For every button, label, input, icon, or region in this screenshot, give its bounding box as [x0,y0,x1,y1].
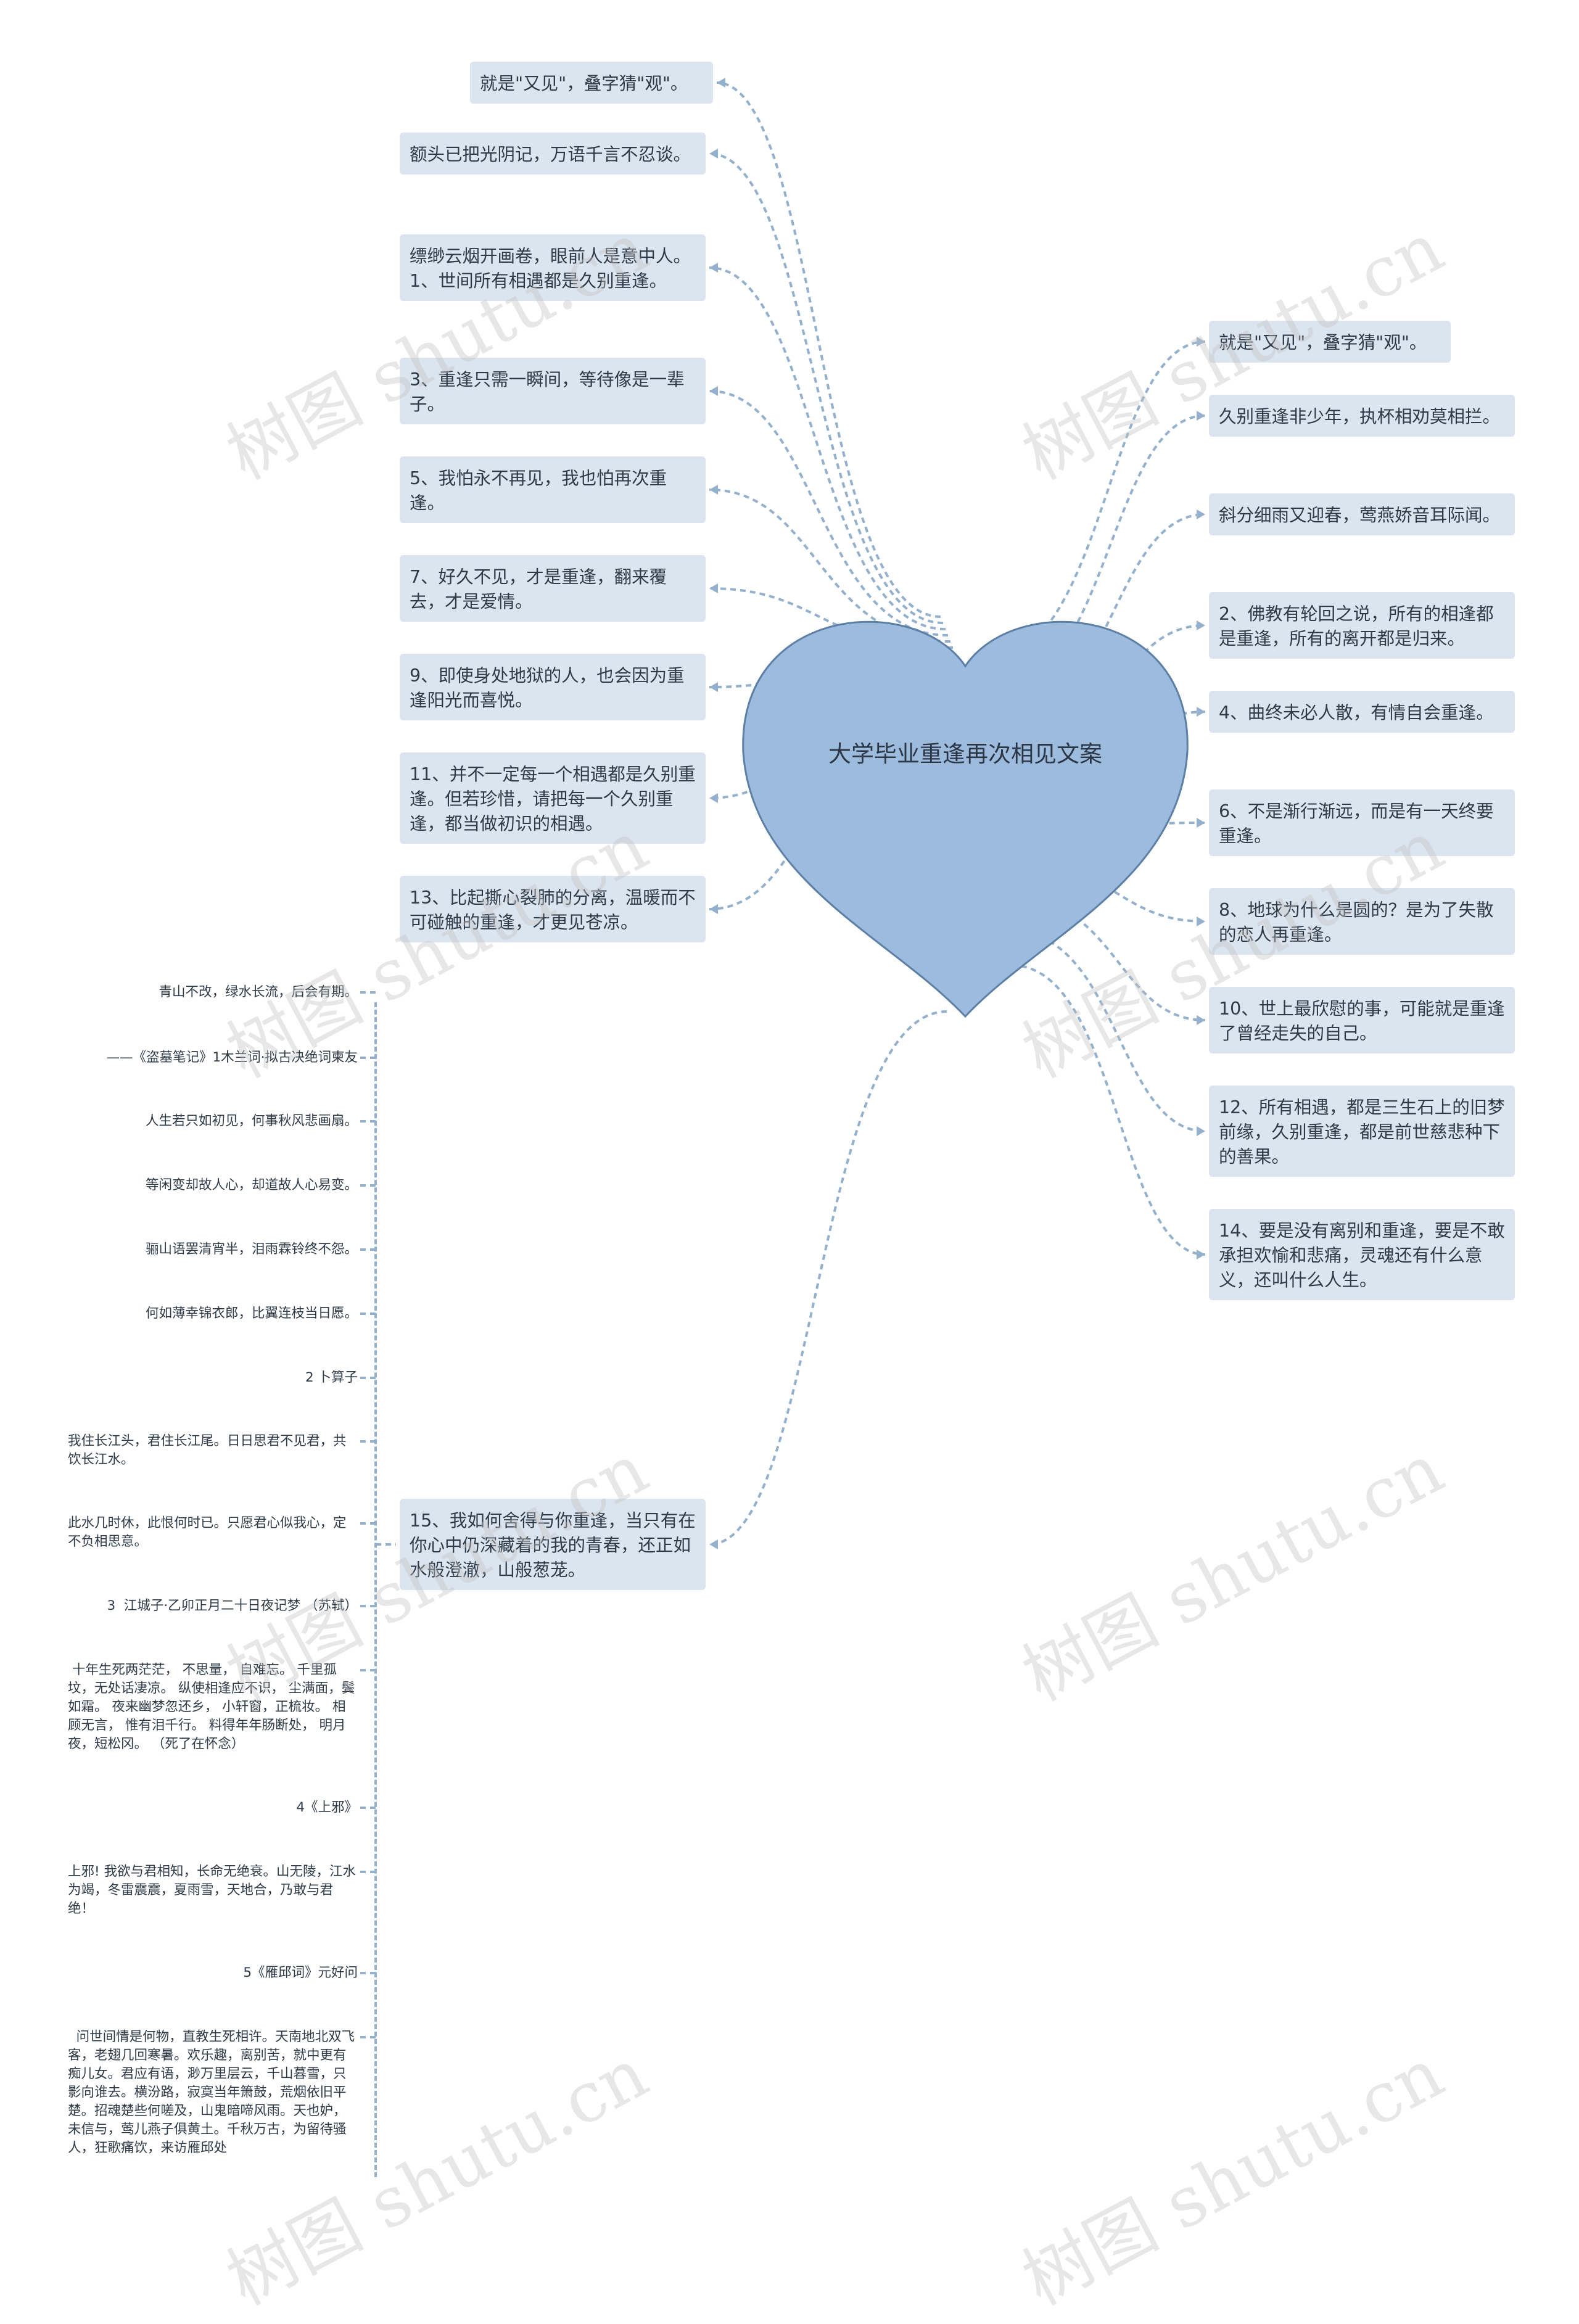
connector-arrow [1197,917,1205,926]
connector-arrow [709,583,718,593]
connector-arrow [709,263,718,273]
connector-line [716,81,941,618]
leaf-7[interactable]: 2 卜算子 [305,1370,358,1385]
right-node-3[interactable]: 斜分细雨又迎春，莺燕娇音耳际闻。 [1209,493,1515,535]
left-node-9[interactable]: 13、比起撕心裂肺的分离，温暖而不可碰触的重逢，才更见苍凉。 [400,876,706,942]
connector-arrow [709,682,718,692]
leaf-10[interactable]: 3 江城子·乙卯正月二十日夜记梦 （苏轼） [107,1598,358,1613]
right-node-6[interactable]: 6、不是渐行渐远，而是有一天终要重逢。 [1209,789,1515,856]
connector-line [709,390,949,637]
left-node-5[interactable]: 5、我怕永不再见，我也怕再次重逢。 [400,456,706,523]
connector-line [1011,862,1206,923]
connector-arrow [1197,1126,1205,1136]
connector-arrow [1197,707,1205,717]
left-node-2[interactable]: 额头已把光阴记，万语千言不忍谈。 [400,133,706,175]
connector-arrow [709,485,718,495]
connector-line [991,414,1206,695]
right-node-10[interactable]: 14、要是没有离别和重逢，要是不敢承担欢愉和悲痛，灵魂还有什么意义，还叫什么人生… [1209,1209,1515,1300]
right-node-1[interactable]: 就是"又见"，叠字猜"观"。 [1209,321,1451,363]
right-node-7[interactable]: 8、地球为什么是圆的？是为了失散的恋人再重逢。 [1209,888,1515,955]
connector-arrow [709,904,718,914]
left-node-7[interactable]: 9、即使身处地狱的人，也会因为重逢阳光而喜悦。 [400,654,706,720]
connector-arrow [717,78,725,88]
connector-arrow [1197,1015,1205,1025]
right-node-4[interactable]: 2、佛教有轮回之说，所有的相逢都是重逢，所有的离开都是归来。 [1209,592,1515,659]
leaf-1[interactable]: 青山不改，绿水长流，后会有期。 [159,984,358,1000]
leaf-4[interactable]: 等闲变却故人心，却道故人心易变。 [145,1177,358,1193]
connector-line [709,1010,947,1546]
leaf-15[interactable]: 问世间情是何物，直教生死相许。天南地北双飞客，老翅几回寒暑。欢乐趣，离别苦，就中… [68,2029,355,2156]
connector-arrow [1197,620,1205,630]
connector-line [986,340,1206,661]
left-node-1[interactable]: 就是"又见"，叠字猜"观"。 [470,62,713,104]
connector-arrow [1197,337,1205,347]
leaf-12[interactable]: 4《上邪》 [296,1800,358,1815]
right-node-8[interactable]: 10、世上最欣慰的事，可能就是重逢了曾经走失的自己。 [1209,987,1515,1053]
right-node-5[interactable]: 4、曲终未必人散，有情自会重逢。 [1209,691,1515,733]
connector-layer [360,78,1206,2038]
connector-arrow [709,386,718,396]
connector-arrow [1197,509,1205,519]
leaf-8[interactable]: 我住长江头，君住长江尾。日日思君不见君，共饮长江水。 [68,1433,347,1467]
left-node-4[interactable]: 3、重逢只需一瞬间，等待像是一辈子。 [400,358,706,424]
connector-line [1011,964,1206,1256]
leaf-14[interactable]: 5《雁邱词》元好问 [243,1965,358,1980]
connector-line [709,152,944,624]
right-node-2[interactable]: 久别重逢非少年，执杯相劝莫相拦。 [1209,395,1515,437]
left-node-3[interactable]: 缥缈云烟开画卷，眼前人是意中人。1、世间所有相遇都是久别重逢。 [400,234,706,301]
center-heart-shape [742,620,1189,1018]
left-node-10[interactable]: 15、我如何舍得与你重逢，当只有在你心中仍深藏着的我的青春，还正如水般澄澈，山般… [400,1499,706,1590]
connector-arrow [709,149,718,159]
leaf-5[interactable]: 骊山语罢清宵半，泪雨霖铃终不怨。 [145,1242,358,1257]
leaf-bracket-line [374,1002,377,2177]
center-topic[interactable]: 大学毕业重逢再次相见文案 [828,741,1102,767]
leaf-11[interactable]: 十年生死两茫茫， 不思量， 自难忘。 千里孤坟，无处话凄凉。 纵使相逢应不识， … [68,1662,355,1752]
connector-arrow [1197,1250,1205,1259]
heart-outline [742,620,1189,1018]
left-node-6[interactable]: 7、好久不见，才是重逢，翻来覆去，才是爱情。 [400,555,706,622]
left-node-8[interactable]: 11、并不一定每一个相遇都是久别重逢。但若珍惜，请把每一个久别重逢，都当做初识的… [400,752,706,844]
connector-arrow [1197,411,1205,421]
leaf-6[interactable]: 何如薄幸锦衣郎，比翼连枝当日愿。 [145,1306,358,1321]
connector-arrow [709,1539,718,1549]
connector-line [709,266,946,630]
right-node-9[interactable]: 12、所有相遇，都是三生石上的旧梦前缘，久别重逢，都是前世慈悲种下的善果。 [1209,1086,1515,1177]
leaf-2[interactable]: ——《盗墓笔记》1木兰词·拟古决绝词柬友 [106,1050,358,1065]
connector-arrow [709,793,718,803]
leaf-9[interactable]: 此水几时休，此恨何时已。只愿君心似我心，定不负相思意。 [68,1515,347,1549]
connector-arrow [1197,818,1205,828]
leaf-3[interactable]: 人生若只如初见，何事秋风悲画扇。 [145,1113,358,1129]
leaf-13[interactable]: 上邪! 我欲与君相知，长命无绝衰。山无陵，江水为竭，冬雷震震，夏雨雪，天地合，乃… [68,1864,356,1916]
